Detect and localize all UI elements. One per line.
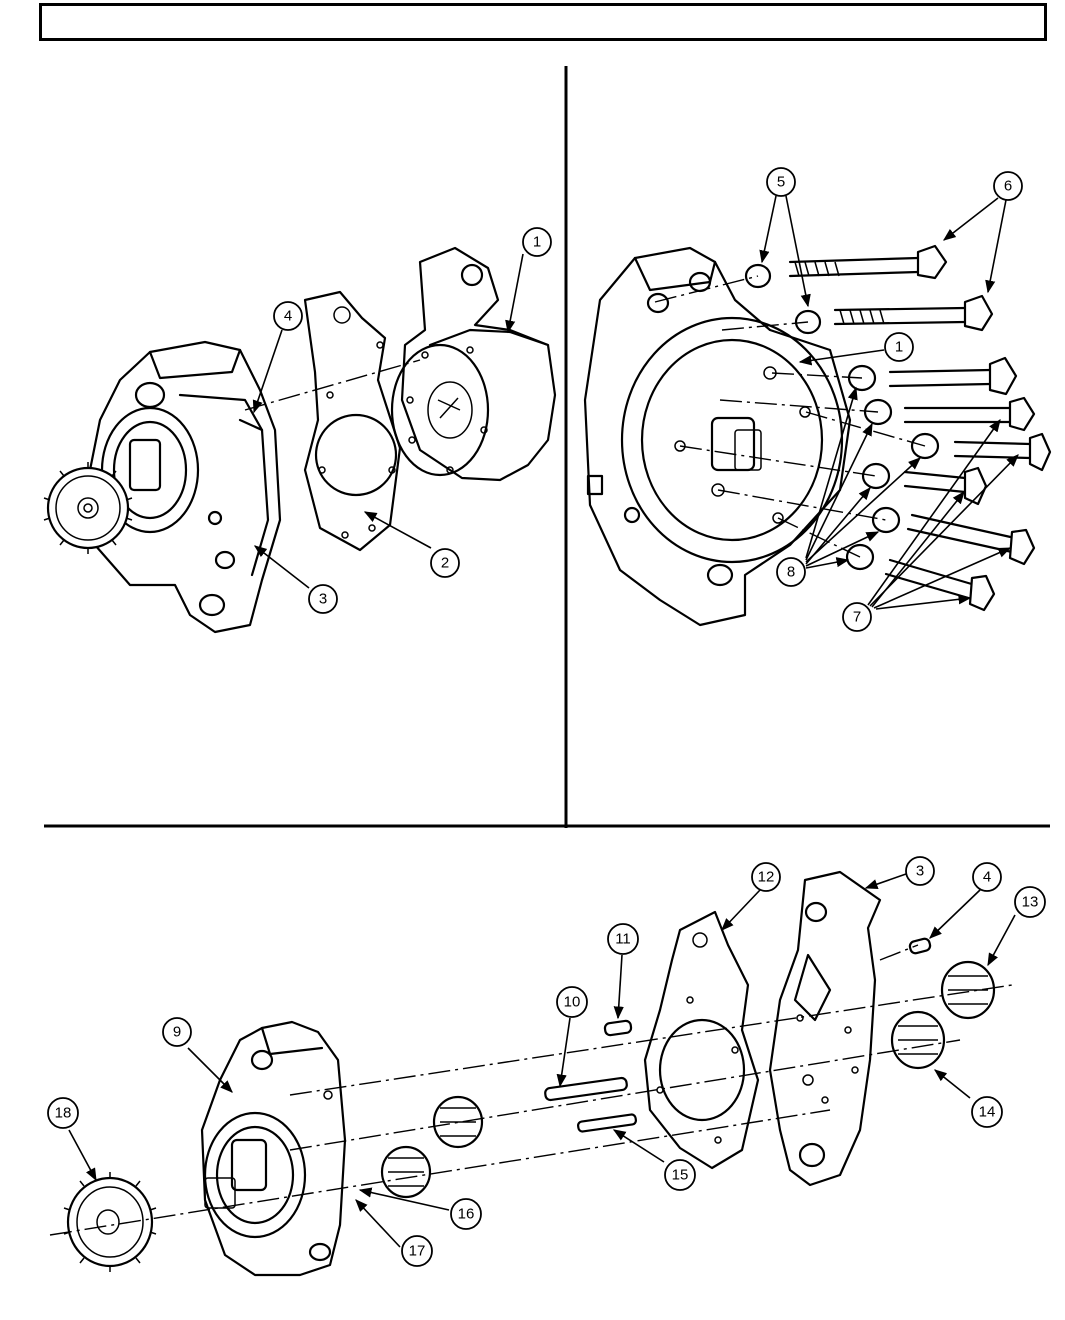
svg-text:3: 3 — [916, 863, 924, 880]
gear-16 — [434, 1097, 482, 1147]
callout-b-11: 11 — [608, 924, 638, 954]
svg-text:12: 12 — [758, 869, 775, 886]
callout-tr-1: 1 — [885, 333, 913, 361]
callout-tl-1: 1 — [523, 228, 551, 256]
svg-text:5: 5 — [777, 174, 785, 191]
callout-tr-6: 6 — [994, 172, 1022, 200]
svg-text:4: 4 — [284, 308, 292, 325]
callout-tr-8: 8 — [777, 558, 805, 586]
svg-text:18: 18 — [55, 1105, 72, 1122]
callout-b-16: 16 — [451, 1199, 481, 1229]
svg-text:10: 10 — [564, 994, 581, 1011]
gear-14 — [892, 1012, 944, 1068]
cover-body-3 — [770, 872, 880, 1185]
svg-text:2: 2 — [441, 555, 449, 572]
gear-17 — [382, 1147, 430, 1197]
callout-tl-3: 3 — [309, 585, 337, 613]
gasket — [305, 292, 400, 550]
callout-b-12: 12 — [752, 863, 780, 891]
callout-b-15: 15 — [665, 1160, 695, 1190]
pump-assembly-rear — [585, 248, 850, 625]
callout-b-14: 14 — [972, 1097, 1002, 1127]
separator-plate — [645, 912, 758, 1168]
pump-housing — [202, 1022, 345, 1275]
callout-tr-5: 5 — [767, 168, 795, 196]
pump-cover — [392, 248, 555, 480]
callout-b-9: 9 — [163, 1018, 191, 1046]
pin-15 — [578, 1114, 637, 1132]
drive-gear-18 — [64, 1172, 156, 1272]
svg-text:13: 13 — [1022, 894, 1039, 911]
gear-13 — [942, 962, 994, 1018]
callout-tl-4: 4 — [274, 302, 302, 330]
callout-tr-7: 7 — [843, 603, 871, 631]
svg-text:14: 14 — [979, 1104, 996, 1121]
svg-text:17: 17 — [409, 1243, 426, 1260]
svg-text:15: 15 — [672, 1167, 689, 1184]
svg-text:11: 11 — [615, 931, 631, 948]
svg-text:7: 7 — [853, 609, 861, 626]
callout-b-18: 18 — [48, 1098, 78, 1128]
svg-text:6: 6 — [1004, 178, 1012, 195]
callout-b-3: 3 — [906, 857, 934, 885]
callout-b-17: 17 — [402, 1236, 432, 1266]
pin-11 — [604, 1020, 631, 1036]
callout-b-10: 10 — [557, 987, 587, 1017]
panel-top-left — [44, 248, 555, 632]
svg-text:1: 1 — [533, 234, 541, 251]
dowel-4 — [909, 938, 931, 955]
callout-tl-2: 2 — [431, 549, 459, 577]
panel-top-right — [585, 196, 1050, 625]
callout-b-4: 4 — [973, 863, 1001, 891]
svg-text:4: 4 — [983, 869, 991, 886]
svg-text:9: 9 — [173, 1024, 181, 1041]
svg-text:1: 1 — [895, 339, 903, 356]
svg-text:16: 16 — [458, 1206, 475, 1223]
callout-b-13: 13 — [1015, 887, 1045, 917]
panel-bottom — [50, 872, 1015, 1275]
svg-text:3: 3 — [319, 591, 327, 608]
svg-text:8: 8 — [787, 564, 795, 581]
